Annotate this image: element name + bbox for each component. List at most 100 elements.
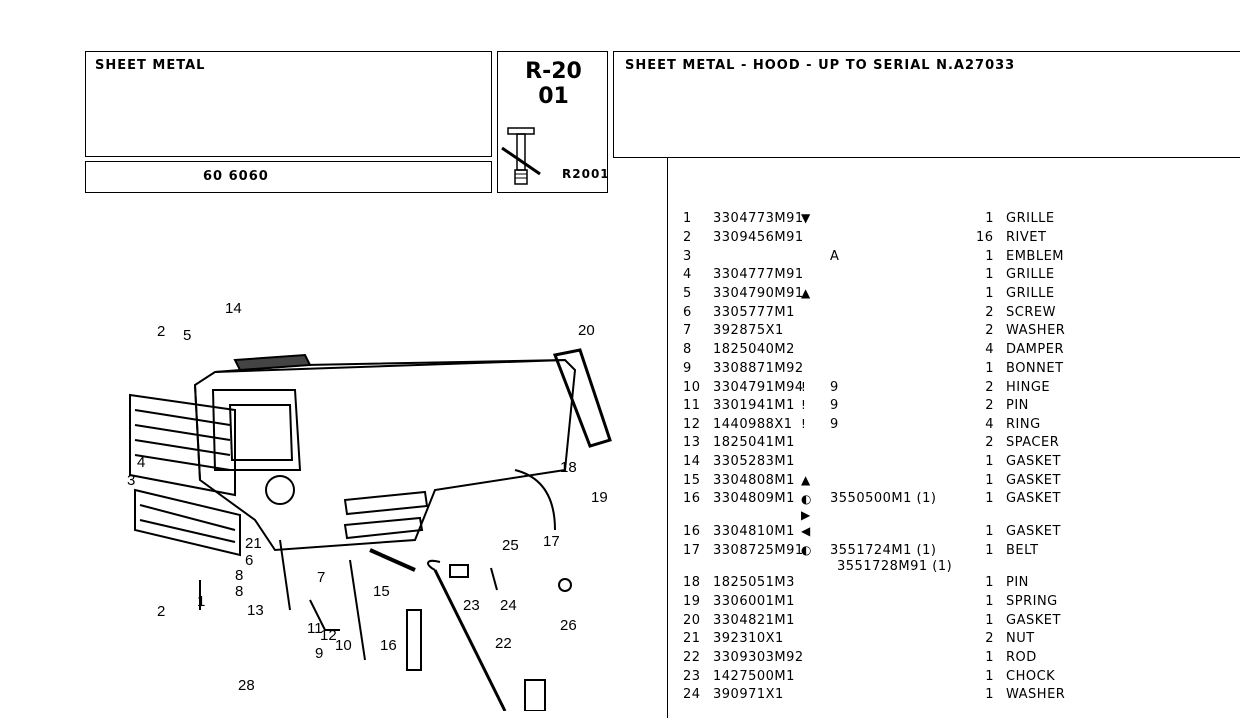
part-number: 3304790M91 — [713, 286, 804, 301]
diagram-callout: 6 — [245, 552, 253, 569]
model-box: 60 6060 — [85, 161, 492, 193]
part-mark-symbol: ▲ — [801, 286, 811, 300]
part-name: BELT — [1006, 543, 1039, 558]
part-quantity: 1 — [985, 543, 994, 558]
part-reference: 9 — [830, 380, 839, 395]
diagram-callout: 8 — [235, 583, 243, 600]
part-item-number: 6 — [683, 305, 692, 320]
part-number: 3304773M91 — [713, 211, 804, 226]
diagram-callout: 24 — [500, 597, 517, 614]
part-quantity: 1 — [985, 473, 994, 488]
part-name: EMBLEM — [1006, 249, 1065, 264]
part-name: GRILLE — [1006, 211, 1055, 226]
part-quantity: 1 — [985, 361, 994, 376]
part-name: HINGE — [1006, 380, 1051, 395]
bolt-icon — [501, 127, 541, 185]
part-name: NUT — [1006, 631, 1035, 646]
part-quantity: 2 — [985, 398, 994, 413]
diagram-callout: 19 — [591, 489, 608, 506]
part-item-number: 8 — [683, 342, 692, 357]
diagram-callout: 7 — [317, 569, 325, 586]
diagram-callout: 2 — [157, 603, 165, 620]
part-number: 3304777M91 — [713, 267, 804, 282]
page-description: SHEET METAL - HOOD - UP TO SERIAL N.A270… — [625, 58, 1016, 73]
part-quantity: 1 — [985, 575, 994, 590]
part-number: 1440988X1 — [713, 417, 793, 432]
part-name: CHOCK — [1006, 669, 1056, 684]
part-number: 3305283M1 — [713, 454, 795, 469]
part-number: 392875X1 — [713, 323, 784, 338]
part-item-number: 13 — [683, 435, 701, 450]
diagram-callout: 1 — [197, 593, 205, 610]
part-mark-symbol: ▲ — [801, 473, 811, 487]
diagram-callout: 10 — [335, 637, 352, 654]
diagram-callout: 21 — [245, 535, 262, 552]
part-quantity: 1 — [985, 524, 994, 539]
part-item-number: 5 — [683, 286, 692, 301]
part-quantity: 1 — [985, 650, 994, 665]
part-item-number: 3 — [683, 249, 692, 264]
part-quantity: 1 — [985, 613, 994, 628]
diagram-callout: 22 — [495, 635, 512, 652]
part-name: SPRING — [1006, 594, 1058, 609]
part-number: 1427500M1 — [713, 669, 795, 684]
diagram-callout: 2 — [157, 323, 165, 340]
part-quantity: 1 — [985, 454, 994, 469]
part-number: 3304821M1 — [713, 613, 795, 628]
part-name: RING — [1006, 417, 1041, 432]
part-mark-symbol: ! — [801, 398, 807, 412]
part-name: ROD — [1006, 650, 1037, 665]
part-quantity: 2 — [985, 323, 994, 338]
diagram-callout: 23 — [463, 597, 480, 614]
part-item-number: 2 — [683, 230, 692, 245]
part-reference: 9 — [830, 398, 839, 413]
diagram-callout: 18 — [560, 459, 577, 476]
part-number: 3301941M1 — [713, 398, 795, 413]
part-mark-symbol: ◐ — [801, 543, 812, 557]
description-box: SHEET METAL - HOOD - UP TO SERIAL N.A270… — [613, 51, 1240, 158]
part-mark-symbol: ◐ ▶ — [801, 492, 812, 522]
part-item-number: 14 — [683, 454, 701, 469]
diagram-callout: 11 — [307, 620, 323, 637]
reference-subcode: R2001 — [562, 167, 610, 181]
part-mark-symbol: ! — [801, 417, 807, 431]
part-item-number: 9 — [683, 361, 692, 376]
part-number: 3308871M92 — [713, 361, 804, 376]
part-reference: 9 — [830, 417, 839, 432]
part-name: GASKET — [1006, 613, 1061, 628]
part-number: 3304810M1 — [713, 524, 795, 539]
part-quantity: 4 — [985, 342, 994, 357]
part-item-number: 22 — [683, 650, 701, 665]
part-name: SCREW — [1006, 305, 1056, 320]
part-number: 3309303M92 — [713, 650, 804, 665]
part-number: 3305777M1 — [713, 305, 795, 320]
column-divider — [667, 158, 668, 718]
part-name: DAMPER — [1006, 342, 1064, 357]
diagram-callout: 17 — [543, 533, 560, 550]
part-mark-symbol: ▼ — [801, 211, 811, 225]
part-quantity: 1 — [985, 249, 994, 264]
model-number: 60 6060 — [203, 169, 269, 184]
part-quantity: 4 — [985, 417, 994, 432]
part-item-number: 4 — [683, 267, 692, 282]
part-name: GRILLE — [1006, 286, 1055, 301]
part-name: GASKET — [1006, 491, 1061, 506]
reference-code-line2: 01 — [538, 84, 569, 109]
part-item-number: 15 — [683, 473, 701, 488]
diagram-callout: 28 — [238, 677, 255, 694]
part-reference-alt: 3551728M91 (1) — [837, 559, 953, 574]
diagram-callout: 14 — [225, 300, 242, 317]
part-number: 3304808M1 — [713, 473, 795, 488]
part-item-number: 19 — [683, 594, 701, 609]
part-name: GRILLE — [1006, 267, 1055, 282]
diagram-callout: 9 — [315, 645, 323, 662]
part-quantity: 2 — [985, 435, 994, 450]
part-quantity: 1 — [985, 594, 994, 609]
part-number: 3306001M1 — [713, 594, 795, 609]
part-quantity: 2 — [985, 380, 994, 395]
reference-code-line1: R-20 — [525, 59, 582, 84]
part-name: PIN — [1006, 398, 1029, 413]
part-number: 1825041M1 — [713, 435, 795, 450]
section-title-box: SHEET METAL — [85, 51, 492, 157]
